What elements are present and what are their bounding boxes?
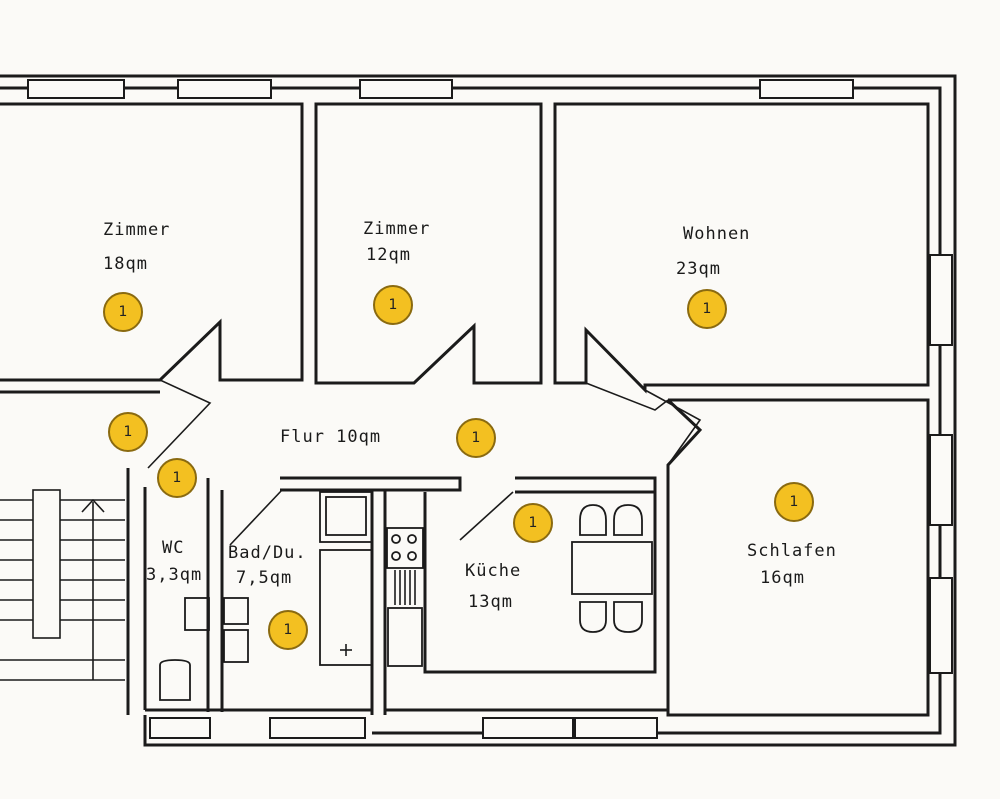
room-area-wohnen: 23qm — [676, 259, 721, 279]
room-name-bad: Bad/Du. — [228, 543, 307, 563]
fixtures — [159, 491, 653, 701]
room-name-zimmer-2: Zimmer — [363, 219, 430, 239]
windows-bottom — [149, 717, 658, 739]
stove-icon — [386, 527, 424, 569]
room-area-kueche: 13qm — [468, 592, 513, 612]
bathtub-icon — [319, 549, 373, 666]
svg-text:1: 1 — [119, 304, 128, 320]
svg-text:1: 1 — [284, 622, 293, 638]
svg-text:1: 1 — [529, 515, 538, 531]
marker-entrance: 1 — [108, 412, 148, 452]
marker-zimmer-1: 1 — [103, 292, 143, 332]
svg-text:1: 1 — [472, 430, 481, 446]
toilet-icon — [159, 659, 191, 701]
svg-text:1: 1 — [173, 470, 182, 486]
shower-icon — [319, 491, 373, 543]
marker-bad: 1 — [268, 610, 308, 650]
marker-schlafen: 1 — [774, 482, 814, 522]
svg-text:1: 1 — [703, 301, 712, 317]
markers: 1 1 1 1 1 1 1 1 1 — [103, 285, 814, 650]
room-area-bad: 7,5qm — [236, 568, 292, 588]
svg-text:1: 1 — [124, 424, 133, 440]
room-area-zimmer-2: 12qm — [366, 245, 411, 265]
svg-text:1: 1 — [389, 297, 398, 313]
sink-icon — [387, 607, 423, 667]
room-name-zimmer-1: Zimmer — [103, 220, 170, 240]
staircase — [0, 489, 125, 681]
room-area-zimmer-1: 18qm — [103, 254, 148, 274]
room-area-wc: 3,3qm — [146, 565, 202, 585]
room-area-schlafen: 16qm — [760, 568, 805, 588]
marker-kueche: 1 — [513, 503, 553, 543]
outer-walls — [0, 74, 957, 747]
room-name-schlafen: Schlafen — [747, 541, 837, 561]
room-walls — [0, 102, 930, 717]
room-name-flur: Flur 10qm — [280, 427, 381, 447]
marker-wc: 1 — [157, 458, 197, 498]
windows-top — [27, 79, 854, 99]
svg-text:1: 1 — [790, 494, 799, 510]
table-icon — [571, 541, 653, 595]
marker-zimmer-2: 1 — [373, 285, 413, 325]
windows-right — [929, 254, 953, 674]
marker-wohnen: 1 — [687, 289, 727, 329]
room-name-wohnen: Wohnen — [683, 224, 750, 244]
room-labels: Zimmer 18qm Zimmer 12qm Wohnen 23qm Flur… — [103, 219, 837, 612]
room-name-wc: WC — [162, 538, 184, 558]
marker-flur: 1 — [456, 418, 496, 458]
room-name-kueche: Küche — [465, 561, 521, 581]
